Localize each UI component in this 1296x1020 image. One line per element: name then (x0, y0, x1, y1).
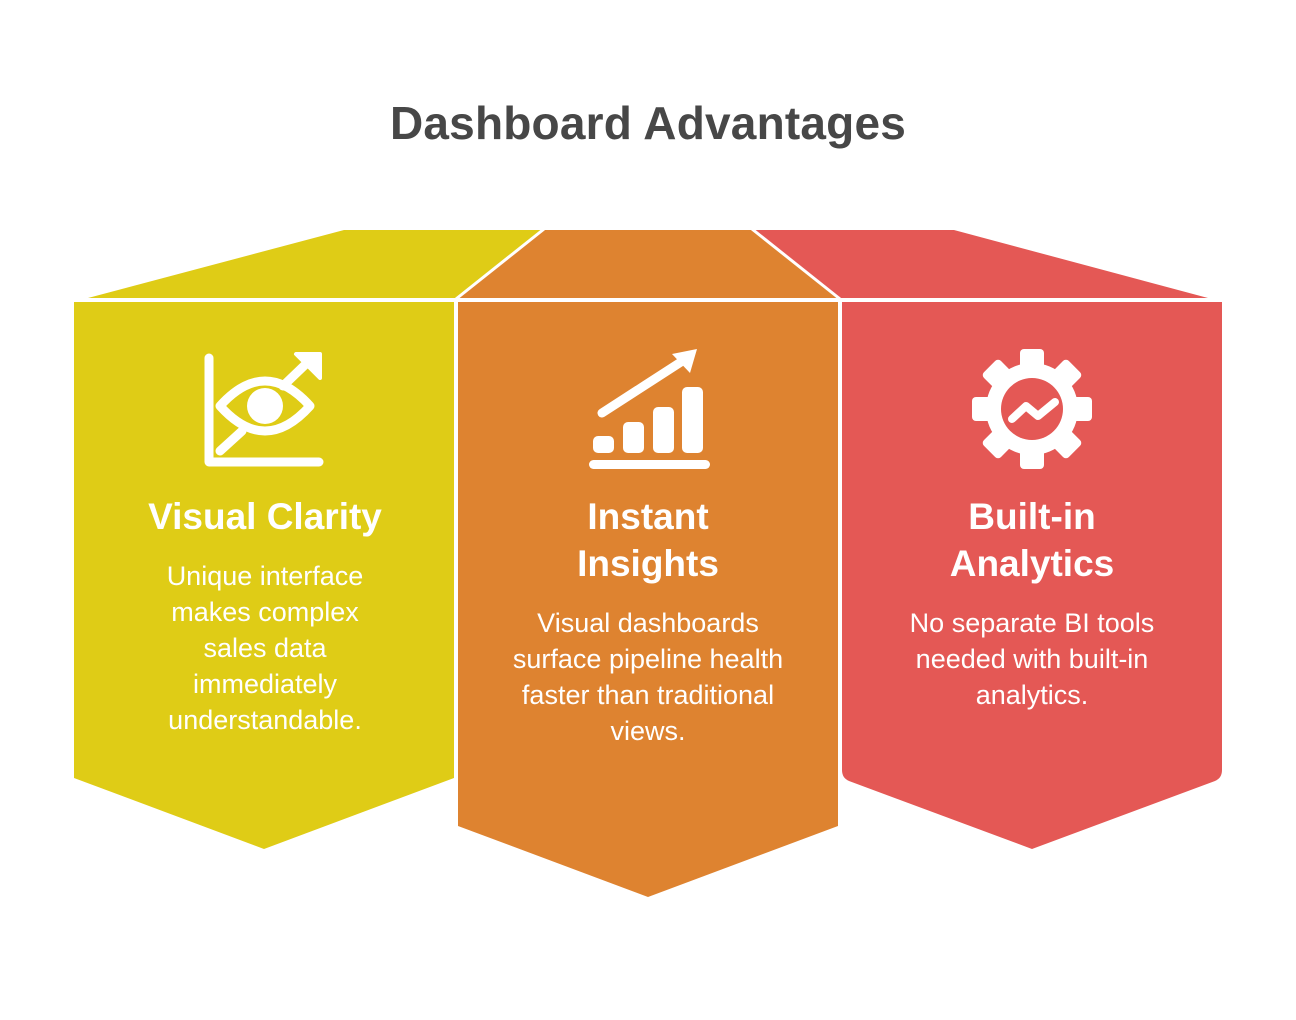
panel-orange-body (458, 302, 838, 897)
panel-title: Instant Insights (577, 496, 719, 584)
panel-yellow-body (74, 302, 454, 849)
panel-title: Visual Clarity (148, 496, 382, 537)
panel-visual-clarity: Visual Clarity Unique interface makes co… (110, 493, 420, 738)
eye-chart-icon (204, 352, 324, 467)
panel-description: No separate BI tools needed with built-i… (909, 608, 1155, 710)
panel-yellow-top (88, 230, 542, 298)
panel-built-in-analytics: Built-in Analytics No separate BI tools … (877, 493, 1187, 713)
panel-orange-top (458, 230, 838, 298)
panel-title: Built-in Analytics (949, 496, 1115, 584)
panel-description: Unique interface makes complex sales dat… (166, 561, 364, 735)
page-title: Dashboard Advantages (389, 97, 907, 149)
divider (455, 227, 545, 301)
analytics-gear-icon (972, 349, 1092, 469)
growth-chart-icon (589, 349, 710, 469)
divider (751, 227, 841, 301)
panel-red-top (754, 230, 1208, 298)
panel-red-body (842, 302, 1222, 849)
panel-description: Visual dashboards surface pipeline healt… (512, 608, 784, 746)
panel-instant-insights: Instant Insights Visual dashboards surfa… (493, 493, 803, 749)
